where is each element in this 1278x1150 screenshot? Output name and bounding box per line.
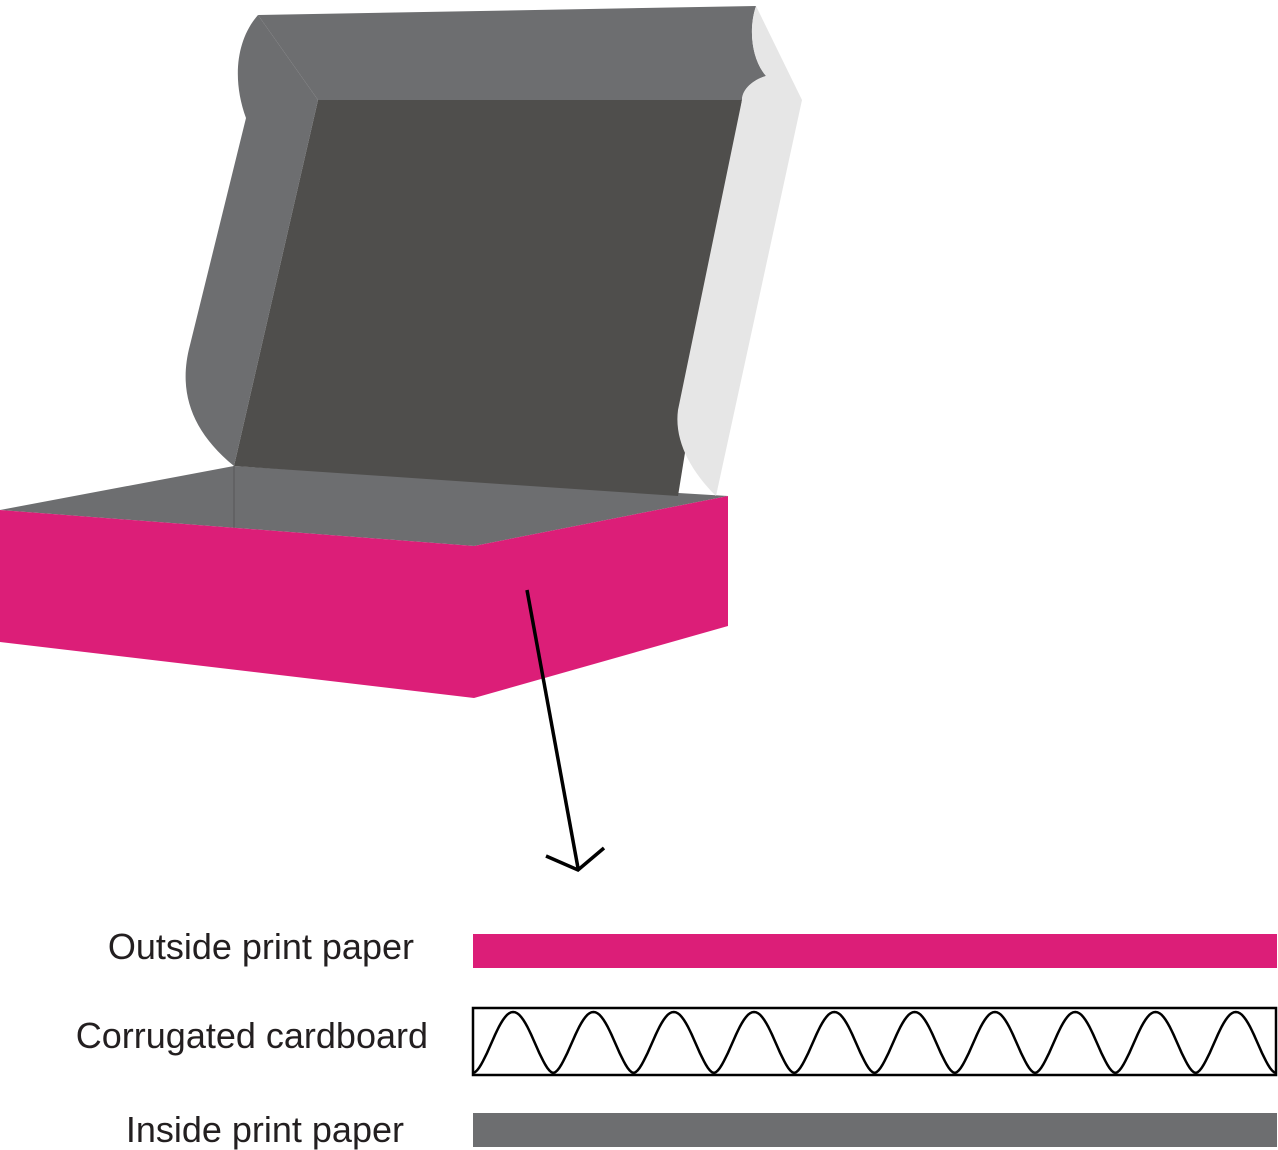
lid-right-edge [677,6,802,496]
corrugated-flute-wave [472,1010,1277,1075]
arrow-icon [525,589,606,873]
lid-left-flap [185,15,318,466]
box-front-face [0,510,474,698]
lid-inner-face [234,100,742,496]
corrugated-cardboard-label: Corrugated cardboard [75,1015,428,1056]
mailer-box-illustration [0,6,802,698]
corrugated-swatch [471,1006,1278,1077]
inside-paper-swatch [473,1113,1277,1147]
outside-print-paper-label: Outside print paper [107,926,414,967]
outside-paper-swatch [473,934,1277,968]
inside-print-paper-label: Inside print paper [125,1109,404,1150]
lid-top-flap [258,6,766,100]
